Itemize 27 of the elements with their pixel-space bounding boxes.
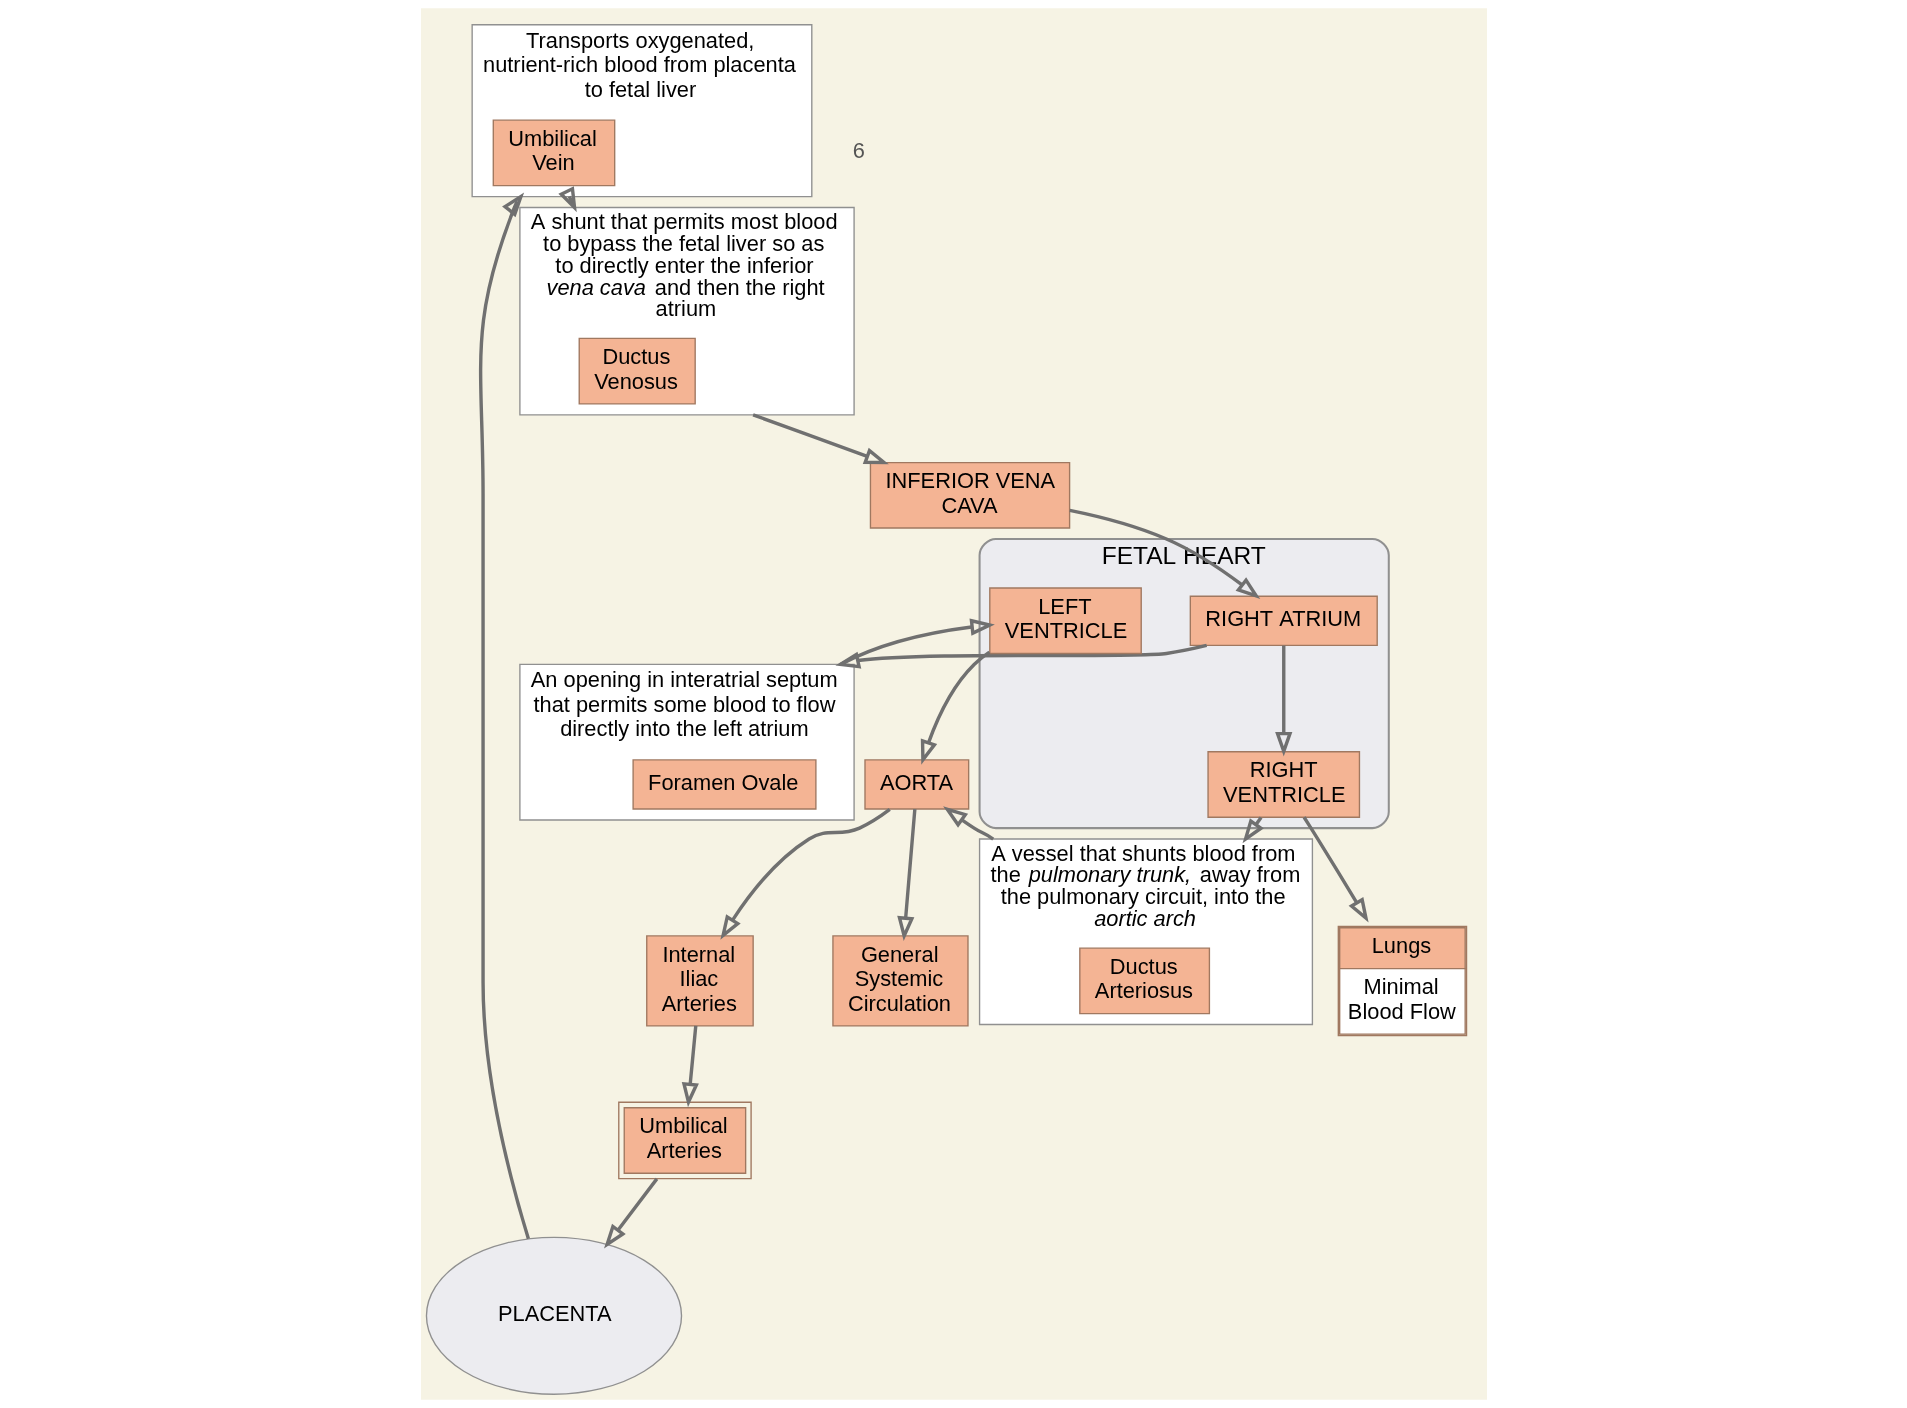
node-box: RIGHT VENTRICLE	[1206, 751, 1360, 818]
node-box: LEFT VENTRICLE	[988, 587, 1142, 655]
arrow	[942, 806, 994, 841]
arrow	[478, 192, 530, 1240]
node-box: INFERIOR VENA CAVA	[869, 461, 1070, 529]
node-box: Ductus Venosus	[578, 337, 696, 405]
arrow	[752, 413, 889, 465]
arrow	[839, 618, 995, 666]
arrow	[1302, 816, 1369, 923]
arrow	[896, 809, 917, 941]
arrow	[1068, 508, 1260, 600]
node-box: Internal Iliac Arteries	[645, 935, 754, 1027]
node-box: Ductus Arteriosus	[1078, 947, 1210, 1015]
arrow	[834, 643, 1207, 669]
node-box: AORTA	[863, 759, 969, 810]
arrow	[1274, 645, 1292, 757]
arrow	[719, 808, 891, 940]
arrow	[681, 1025, 699, 1108]
label: 6	[852, 138, 865, 164]
node-box: RIGHT ATRIUM	[1189, 595, 1378, 647]
node-box: Umbilical Arteries	[617, 1101, 752, 1180]
node-ellipse: PLACENTA	[425, 1236, 682, 1395]
node-box: Umbilical Vein	[492, 119, 615, 187]
arrow	[920, 650, 990, 765]
node-box: Foramen Ovale	[631, 759, 817, 810]
node-box: General Systemic Circulation	[831, 935, 969, 1027]
arrow	[603, 1177, 658, 1249]
